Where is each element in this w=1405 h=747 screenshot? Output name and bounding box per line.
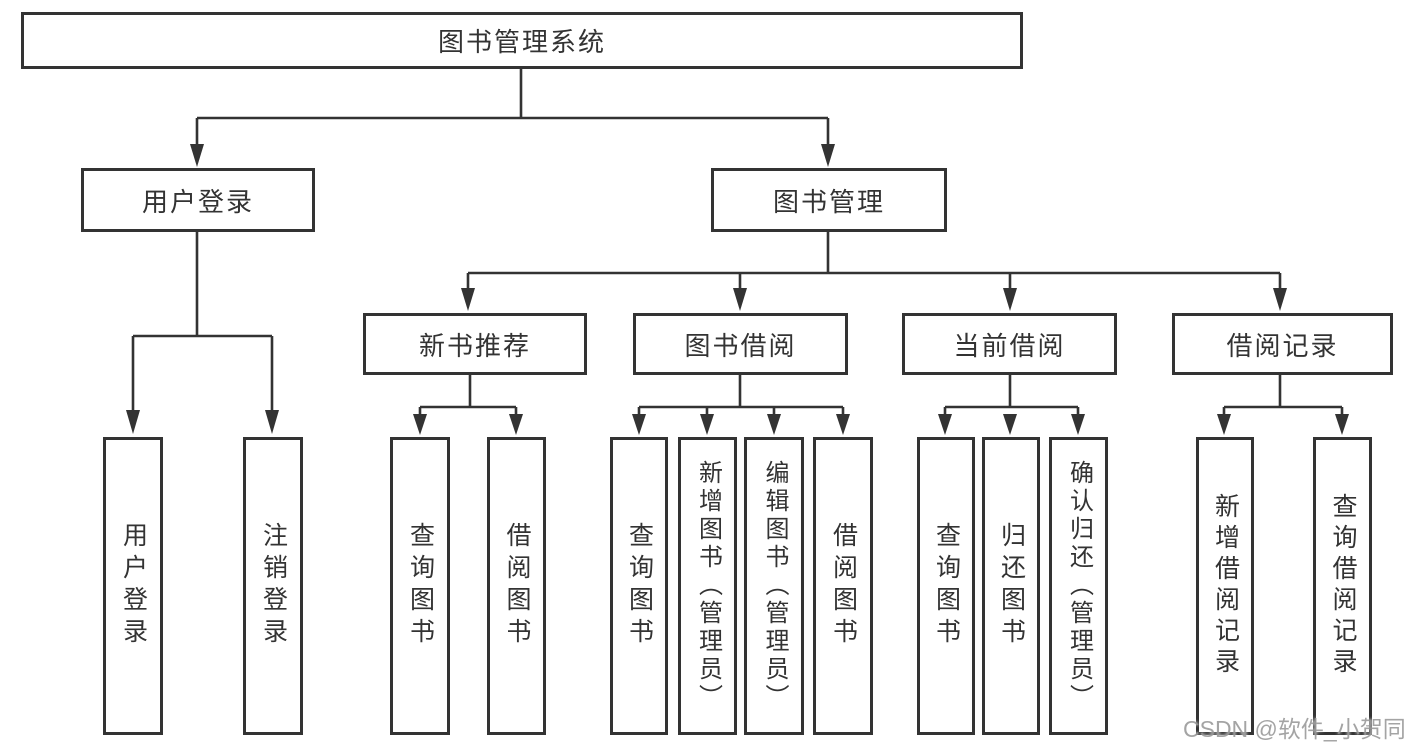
- leaf-recommend-borrow-books: 借阅图书: [487, 437, 546, 735]
- arrowheads-level2: [190, 144, 835, 167]
- connector-book-mgmt-to-level3: [466, 232, 1282, 290]
- node-book-management: 图书管理: [711, 168, 947, 232]
- node-new-book-recommend: 新书推荐: [363, 313, 587, 375]
- leaf-borrow-query-books: 查询图书: [610, 437, 668, 735]
- leaf-current-query-books: 查询图书: [917, 437, 975, 735]
- arrowheads-level3: [461, 288, 1287, 311]
- leaf-add-borrow-record: 新增借阅记录: [1196, 437, 1254, 735]
- connector-book-borrow-children: [637, 375, 845, 417]
- leaf-logout: 注销登录: [243, 437, 303, 735]
- node-borrow-records: 借阅记录: [1172, 313, 1393, 375]
- node-book-borrow: 图书借阅: [633, 313, 848, 375]
- leaf-edit-book-admin-label: 编辑图书（管理员）: [761, 460, 788, 712]
- leaf-return-books: 归还图书: [982, 437, 1040, 735]
- leaf-recommend-query-books-label: 查询图书: [406, 522, 435, 650]
- connector-root-to-level2: [195, 68, 830, 148]
- connector-new-book-children: [418, 375, 518, 417]
- leaf-current-query-books-label: 查询图书: [932, 522, 961, 650]
- leaf-query-borrow-record-label: 查询借阅记录: [1329, 493, 1357, 679]
- leaf-confirm-return-admin: 确认归还（管理员）: [1049, 437, 1108, 735]
- leaf-confirm-return-admin-label: 确认归还（管理员）: [1065, 460, 1093, 712]
- leaf-borrow-books: 借阅图书: [813, 437, 873, 735]
- leaf-recommend-borrow-books-label: 借阅图书: [503, 522, 531, 650]
- leaf-edit-book-admin: 编辑图书（管理员）: [744, 437, 804, 735]
- connector-borrow-records-children: [1222, 375, 1344, 417]
- leaf-recommend-query-books: 查询图书: [390, 437, 450, 735]
- arrowheads-user-login-children: [126, 410, 279, 434]
- leaf-logout-label: 注销登录: [259, 522, 288, 650]
- connector-user-login-children: [131, 232, 274, 412]
- node-user-login: 用户登录: [81, 168, 315, 232]
- leaf-add-borrow-record-label: 新增借阅记录: [1211, 493, 1240, 679]
- arrowheads-borrow-records-children: [1217, 414, 1349, 435]
- connector-current-borrow-children: [943, 375, 1080, 417]
- arrowheads-book-borrow-children: [632, 414, 850, 435]
- leaf-user-login: 用户登录: [103, 437, 163, 735]
- leaf-borrow-books-label: 借阅图书: [829, 522, 858, 650]
- leaf-borrow-query-books-label: 查询图书: [625, 522, 654, 650]
- leaf-add-book-admin-label: 新增图书（管理员）: [694, 460, 722, 712]
- leaf-return-books-label: 归还图书: [997, 522, 1026, 650]
- leaf-user-login-label: 用户登录: [119, 522, 148, 650]
- arrowheads-new-book-children: [413, 414, 523, 435]
- node-root-system: 图书管理系统: [21, 12, 1023, 69]
- node-current-borrow: 当前借阅: [902, 313, 1117, 375]
- leaf-query-borrow-record: 查询借阅记录: [1313, 437, 1372, 735]
- leaf-add-book-admin: 新增图书（管理员）: [678, 437, 737, 735]
- arrowheads-current-borrow-children: [938, 414, 1085, 435]
